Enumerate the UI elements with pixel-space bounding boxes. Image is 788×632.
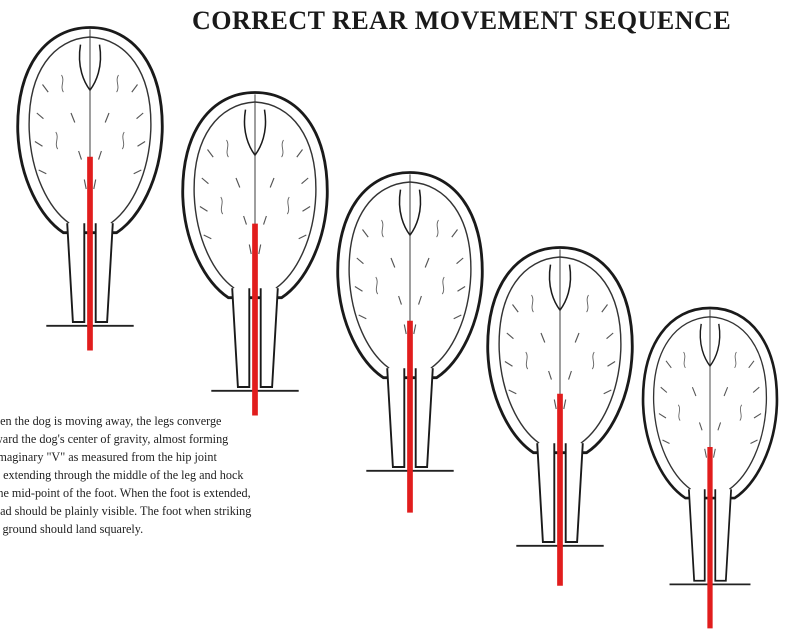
caption-line: the mid-point of the foot. When the foot… (0, 484, 366, 502)
caption-line: hen the dog is moving away, the legs con… (0, 412, 366, 430)
caption-line: ward the dog's center of gravity, almost… (0, 430, 366, 448)
caption-line: imaginary "V" as measured from the hip j… (0, 448, 366, 466)
caption-line: e ground should land squarely. (0, 520, 366, 538)
caption-line: d extending through the middle of the le… (0, 466, 366, 484)
dog-rear-figure-4 (488, 248, 633, 586)
dog-rear-figure-5 (643, 308, 777, 628)
dog-rear-figure-2 (183, 92, 328, 415)
dog-rear-figure-1 (18, 27, 163, 350)
caption-line: pad should be plainly visible. The foot … (0, 502, 366, 520)
description-caption: hen the dog is moving away, the legs con… (0, 412, 366, 538)
